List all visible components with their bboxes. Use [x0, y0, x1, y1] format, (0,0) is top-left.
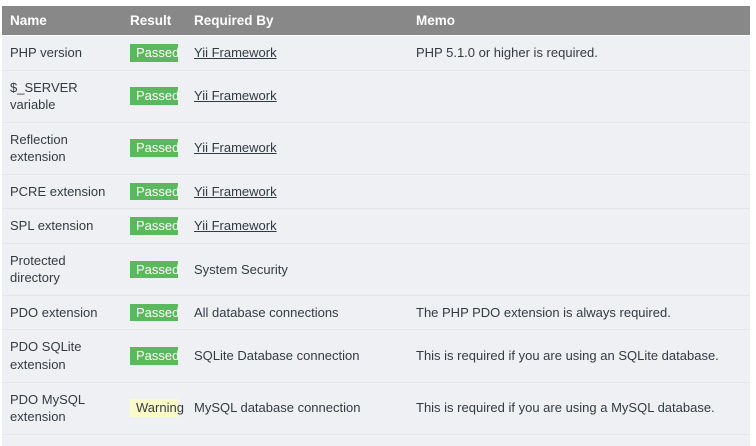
- status-badge-passed: Passed: [130, 87, 179, 105]
- column-header-required-by: Required By: [186, 6, 408, 36]
- table-row: PDO SQLite extension Passed SQLite Databas…: [2, 329, 750, 383]
- table-header-row: Name Result Required By Memo: [2, 6, 750, 36]
- cell-name: PCRE extension: [2, 173, 122, 210]
- table-header: Name Result Required By Memo: [2, 6, 750, 36]
- cell-name: PDO extension: [2, 294, 122, 331]
- cell-name: PDO SQLite extension: [2, 329, 122, 383]
- status-badge-warning: Warning: [130, 399, 184, 417]
- cell-memo: [408, 173, 750, 210]
- cell-result: Passed: [122, 35, 186, 71]
- required-by-text: MySQL database connection: [194, 400, 361, 416]
- column-header-memo: Memo: [408, 6, 750, 36]
- status-badge-passed: Passed: [130, 347, 179, 365]
- required-by-link[interactable]: Yii Framework: [194, 140, 277, 156]
- requirements-table: Name Result Required By Memo PHP version…: [2, 6, 750, 446]
- required-by-link[interactable]: Yii Framework: [194, 45, 277, 60]
- cell-result: Passed: [122, 208, 186, 244]
- required-by-text: System Security: [194, 261, 288, 277]
- cell-result: Passed: [122, 121, 186, 175]
- cell-memo: [408, 208, 750, 244]
- cell-required-by: Yii Framework: [186, 173, 408, 210]
- required-by-text: All database connections: [194, 304, 339, 320]
- cell-memo: [408, 69, 750, 123]
- cell-required-by: Yii Framework: [186, 35, 408, 71]
- cell-memo: Only required if you want to use the sta…: [408, 433, 750, 446]
- cell-memo: This is required if you are using an SQL…: [408, 329, 750, 383]
- cell-required-by: System Security: [186, 242, 408, 296]
- table-row: SPL extension Passed Yii Framework: [2, 208, 750, 244]
- cell-result: Passed: [122, 173, 186, 210]
- cell-required-by: MySQL database connection: [186, 381, 408, 435]
- cell-memo: The PHP PDO extension is always required…: [408, 294, 750, 331]
- column-header-name: Name: [2, 6, 122, 36]
- cell-memo: PHP 5.1.0 or higher is required.: [408, 35, 750, 71]
- cell-memo: This is required if you are using a MySQ…: [408, 381, 750, 435]
- cell-required-by: Yii Framework: [186, 208, 408, 244]
- table-row: $_SERVER variable Passed Yii Framework: [2, 69, 750, 123]
- cell-name: $_SERVER variable: [2, 69, 122, 123]
- required-by-text: SQLite Database connection: [194, 348, 360, 364]
- cell-result: Passed: [122, 69, 186, 123]
- cell-name: PHP version: [2, 35, 122, 71]
- required-by-link[interactable]: Yii Framework: [194, 88, 277, 104]
- table-row: PDO MySQL extension Warning MySQL database…: [2, 381, 750, 435]
- cell-result: Passed: [122, 433, 186, 446]
- cell-required-by: All database connections: [186, 294, 408, 331]
- table-row: Protected directory Passed System Security: [2, 242, 750, 296]
- status-badge-passed: Passed: [130, 303, 179, 322]
- cell-result: Passed: [122, 329, 186, 383]
- cell-name: SPL extension: [2, 208, 122, 244]
- cell-result: Warning: [122, 381, 186, 435]
- status-badge-passed: Passed: [130, 217, 179, 235]
- table-row: PHP version Passed Yii Framework PHP 5.1.0 …: [2, 35, 750, 71]
- cell-name: Reflection extension: [2, 121, 122, 175]
- cell-required-by: Yii Framework: [186, 121, 408, 175]
- cell-required-by: SQLite Database connection: [186, 329, 408, 383]
- table-row: GD extension with FreeType supportPassed…: [2, 433, 750, 446]
- required-by-link[interactable]: Yii Framework: [194, 218, 277, 234]
- cell-result: Passed: [122, 242, 186, 296]
- column-header-result: Result: [122, 6, 186, 36]
- status-badge-passed: Passed: [130, 260, 179, 279]
- table-row: PCRE extension Passed Yii Framework: [2, 173, 750, 210]
- status-badge-passed: Passed: [130, 182, 179, 201]
- status-badge-passed: Passed: [130, 44, 179, 62]
- cell-required-by: Multicraft status banner and registratio…: [186, 433, 408, 446]
- cell-name: Protected directory: [2, 242, 122, 296]
- cell-name: GD extension with FreeType support: [2, 433, 122, 446]
- required-by-link[interactable]: Yii Framework: [194, 183, 277, 199]
- cell-name: PDO MySQL extension: [2, 381, 122, 435]
- table-row: PDO extension Passed All database connecti…: [2, 294, 750, 331]
- table-row: Reflection extension Passed Yii Framework: [2, 121, 750, 175]
- cell-result: Passed: [122, 294, 186, 331]
- cell-required-by: Yii Framework: [186, 69, 408, 123]
- status-badge-passed: Passed: [130, 139, 179, 157]
- cell-memo: [408, 121, 750, 175]
- cell-memo: [408, 242, 750, 296]
